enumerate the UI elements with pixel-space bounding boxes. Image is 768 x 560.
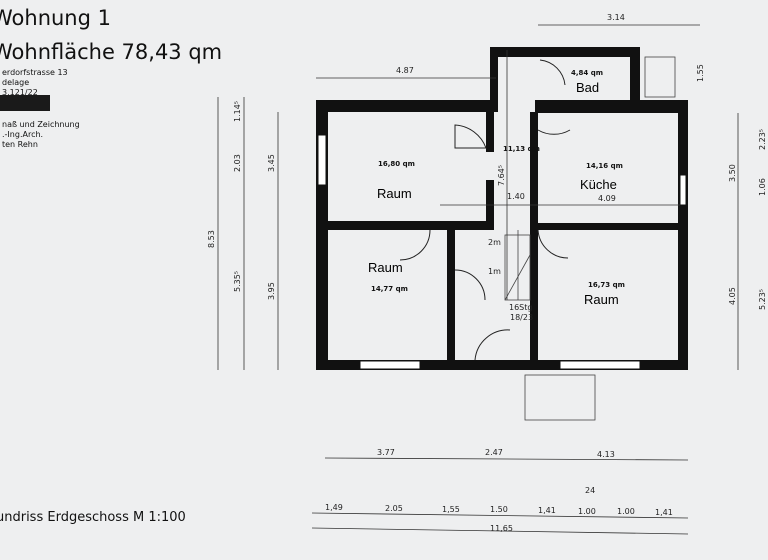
dim-bottom-b-5: 1,41 — [538, 506, 556, 515]
kitchen-area: 14,16 qm — [586, 162, 623, 170]
dimension-lines — [217, 24, 739, 535]
dim-bottom-small: 24 — [585, 486, 595, 495]
apartment-title: Wohnung 1 — [0, 6, 111, 30]
dim-left-c: 5.35⁵ — [233, 271, 242, 292]
dim-bath-right: 1.55 — [696, 64, 705, 82]
stair-mark-1m: 1m — [488, 267, 501, 276]
dim-hall-h: 7.64⁵ — [497, 165, 506, 186]
hall-area: 11,13 qm — [503, 145, 540, 153]
dim-bottom-b-6: 1.00 — [578, 507, 596, 516]
living-area: Wohnfläche 78,43 qm — [0, 40, 223, 64]
dim-right-a: 3.50 — [728, 164, 737, 182]
room-3-label: Raum — [584, 292, 619, 307]
windows — [317, 134, 687, 370]
credit-line-1: naß und Zeichnung — [2, 120, 80, 129]
credit-line-2: .-Ing.Arch. — [2, 130, 44, 139]
dim-bottom-a-3: 4.13 — [597, 450, 615, 459]
dim-bottom-total: 11,65 — [490, 524, 513, 533]
dim-bottom-b-4: 1.50 — [490, 505, 508, 514]
room-1-label: Raum — [377, 186, 412, 201]
dim-hall-w: 1.40 — [507, 192, 525, 201]
dim-far-b: 1.06 — [758, 178, 767, 196]
plan-caption: undriss Erdgeschoss M 1:100 — [0, 510, 186, 525]
parcel: 3,121/22 — [2, 88, 38, 97]
stair-mark-2m: 2m — [488, 238, 501, 247]
dim-top-left: 4.87 — [396, 66, 414, 75]
dim-bottom-b-7: 1.00 — [617, 507, 635, 516]
dim-bottom-a-1: 3.77 — [377, 448, 395, 457]
room-1-area: 16,80 qm — [378, 160, 415, 168]
dim-far-c: 5.23⁵ — [758, 289, 767, 310]
dim-bottom-b-1: 1,49 — [325, 503, 343, 512]
dim-top-bath: 3.14 — [607, 13, 625, 22]
address: erdorfstrasse 13 — [2, 68, 68, 77]
dim-left-b: 2.03 — [233, 154, 242, 172]
dim-bottom-b-3: 1,55 — [442, 505, 460, 514]
dim-kitchen-w: 4.09 — [598, 194, 616, 203]
location: delage — [2, 78, 30, 87]
dim-left-a: 1.14⁵ — [233, 101, 242, 122]
dim-inner-b: 3.95 — [267, 282, 276, 300]
dim-left-total: 8.53 — [207, 230, 216, 248]
dim-bottom-b-8: 1,41 — [655, 508, 673, 517]
staircase — [504, 56, 676, 421]
credit-line-3: ten Rehn — [2, 140, 38, 149]
redaction-bar — [0, 95, 50, 111]
stair-ratio: 18/23 — [510, 313, 533, 322]
dim-far-a: 2.23⁵ — [758, 129, 767, 150]
walls — [316, 47, 688, 370]
dim-bottom-a-2: 2.47 — [485, 448, 503, 457]
room-3-area: 16,73 qm — [588, 281, 625, 289]
dim-bottom-b-2: 2.05 — [385, 504, 403, 513]
doors — [399, 59, 571, 361]
dim-right-b: 4.05 — [728, 287, 737, 305]
dim-inner-a: 3.45 — [267, 154, 276, 172]
room-2-label: Raum — [368, 260, 403, 275]
bath-area: 4,84 qm — [571, 69, 603, 77]
room-2-area: 14,77 qm — [371, 285, 408, 293]
bath-label: Bad — [576, 80, 599, 95]
kitchen-label: Küche — [580, 177, 617, 192]
stair-steps: 16Stg — [509, 303, 532, 312]
